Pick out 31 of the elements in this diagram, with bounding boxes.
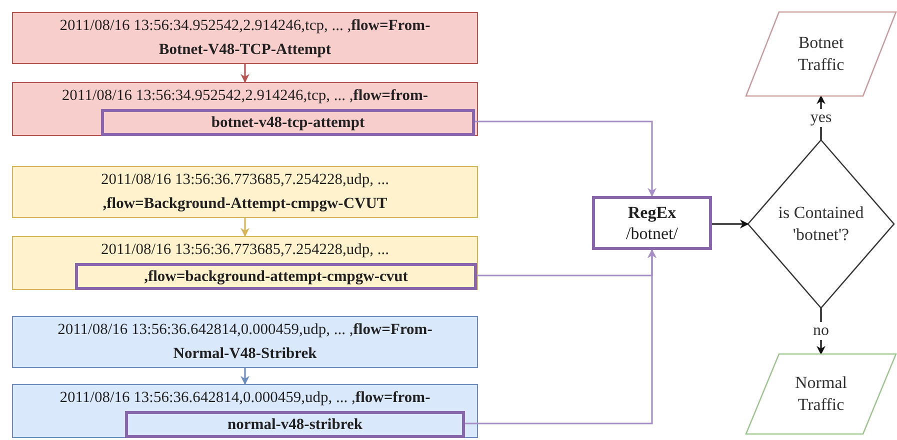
log-record-text: 2011/08/16 13:56:36.773685,7.254228,udp, ... (101, 241, 389, 258)
arrow (816, 308, 826, 355)
highlighted-flow-label: botnet-v48-tcp-attempt (101, 109, 475, 136)
log-record-text: 2011/08/16 13:56:34.952542,2.914246,tcp, ... ,flow=from- (62, 87, 428, 104)
log-record-text: 2011/08/16 13:56:36.642814,0.000459,udp, ... ,flow=From-Normal-V48-Stribrek (58, 321, 432, 362)
arrow (712, 220, 749, 228)
log-record-text: 2011/08/16 13:56:34.952542,2.914246,tcp, ... ,flow=From-Botnet-V48-TCP-Attempt (60, 17, 430, 58)
highlighted-flow-label: normal-v48-stribrek (125, 411, 465, 438)
log-record-box (12, 384, 478, 438)
edge-label: no (811, 322, 831, 340)
highlighted-flow-label: ,flow=background-attempt-cmpgw-cvut (75, 263, 477, 290)
decision-diamond (748, 140, 894, 308)
arrow (474, 120, 656, 197)
log-record-box (12, 166, 478, 218)
arrow (240, 368, 250, 385)
log-record-box (12, 82, 478, 136)
output-parallelogram (746, 354, 896, 434)
arrow (240, 218, 250, 237)
log-record-text: 2011/08/16 13:56:36.642814,0.000459,udp, ... ,flow=from- (60, 389, 430, 406)
output-text: Botnet Traffic (796, 32, 846, 76)
arrow (240, 64, 250, 83)
arrow (464, 249, 656, 424)
log-record-text: 2011/08/16 13:56:36.773685,7.254228,udp, ... ,flow=Background-Attempt-cmpgw-CVUT (101, 171, 389, 212)
decision-text: is Contained 'botnet'? (777, 202, 865, 246)
output-parallelogram (746, 12, 896, 96)
process-box: RegEx /botnet/ (592, 196, 712, 250)
output-text: Normal Traffic (794, 372, 848, 416)
edge-label: yes (808, 109, 834, 127)
log-record-box (12, 316, 478, 368)
log-record-box (12, 12, 478, 64)
log-record-box (12, 236, 478, 290)
